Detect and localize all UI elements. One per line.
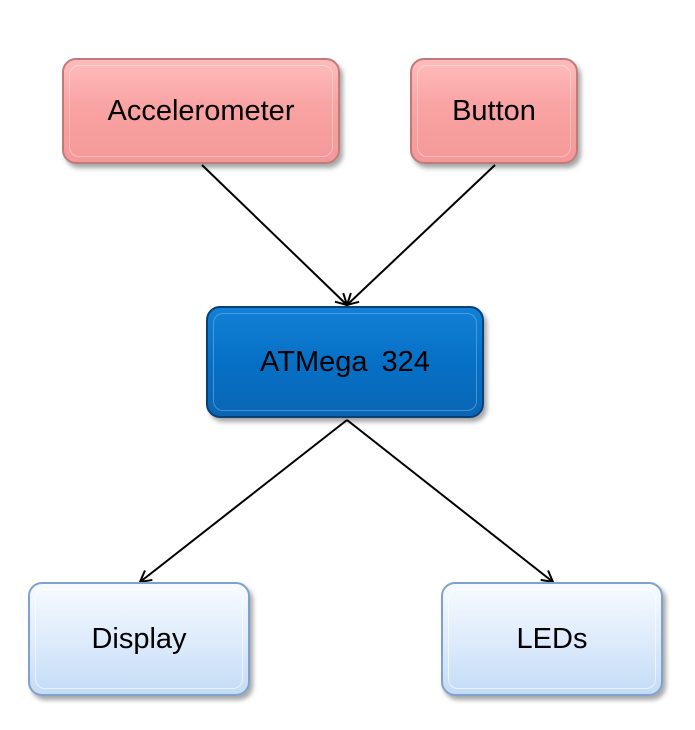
node-accelerometer: Accelerometer — [62, 58, 340, 164]
edge-accelerometer-to-mcu — [201, 164, 347, 305]
node-leds-label: LEDs — [516, 622, 588, 655]
edge-mcu-to-display — [140, 419, 348, 582]
edge-button-to-mcu — [347, 164, 496, 305]
node-button-label: Button — [452, 94, 536, 127]
edge-mcu-to-leds — [346, 419, 553, 582]
node-mcu: ATMega 324 — [206, 306, 484, 418]
node-accelerometer-label: Accelerometer — [107, 94, 295, 127]
node-leds: LEDs — [441, 582, 663, 696]
node-display-label: Display — [91, 622, 187, 655]
node-mcu-label: ATMega 324 — [260, 345, 430, 378]
node-button: Button — [410, 58, 578, 164]
node-display: Display — [28, 582, 250, 696]
